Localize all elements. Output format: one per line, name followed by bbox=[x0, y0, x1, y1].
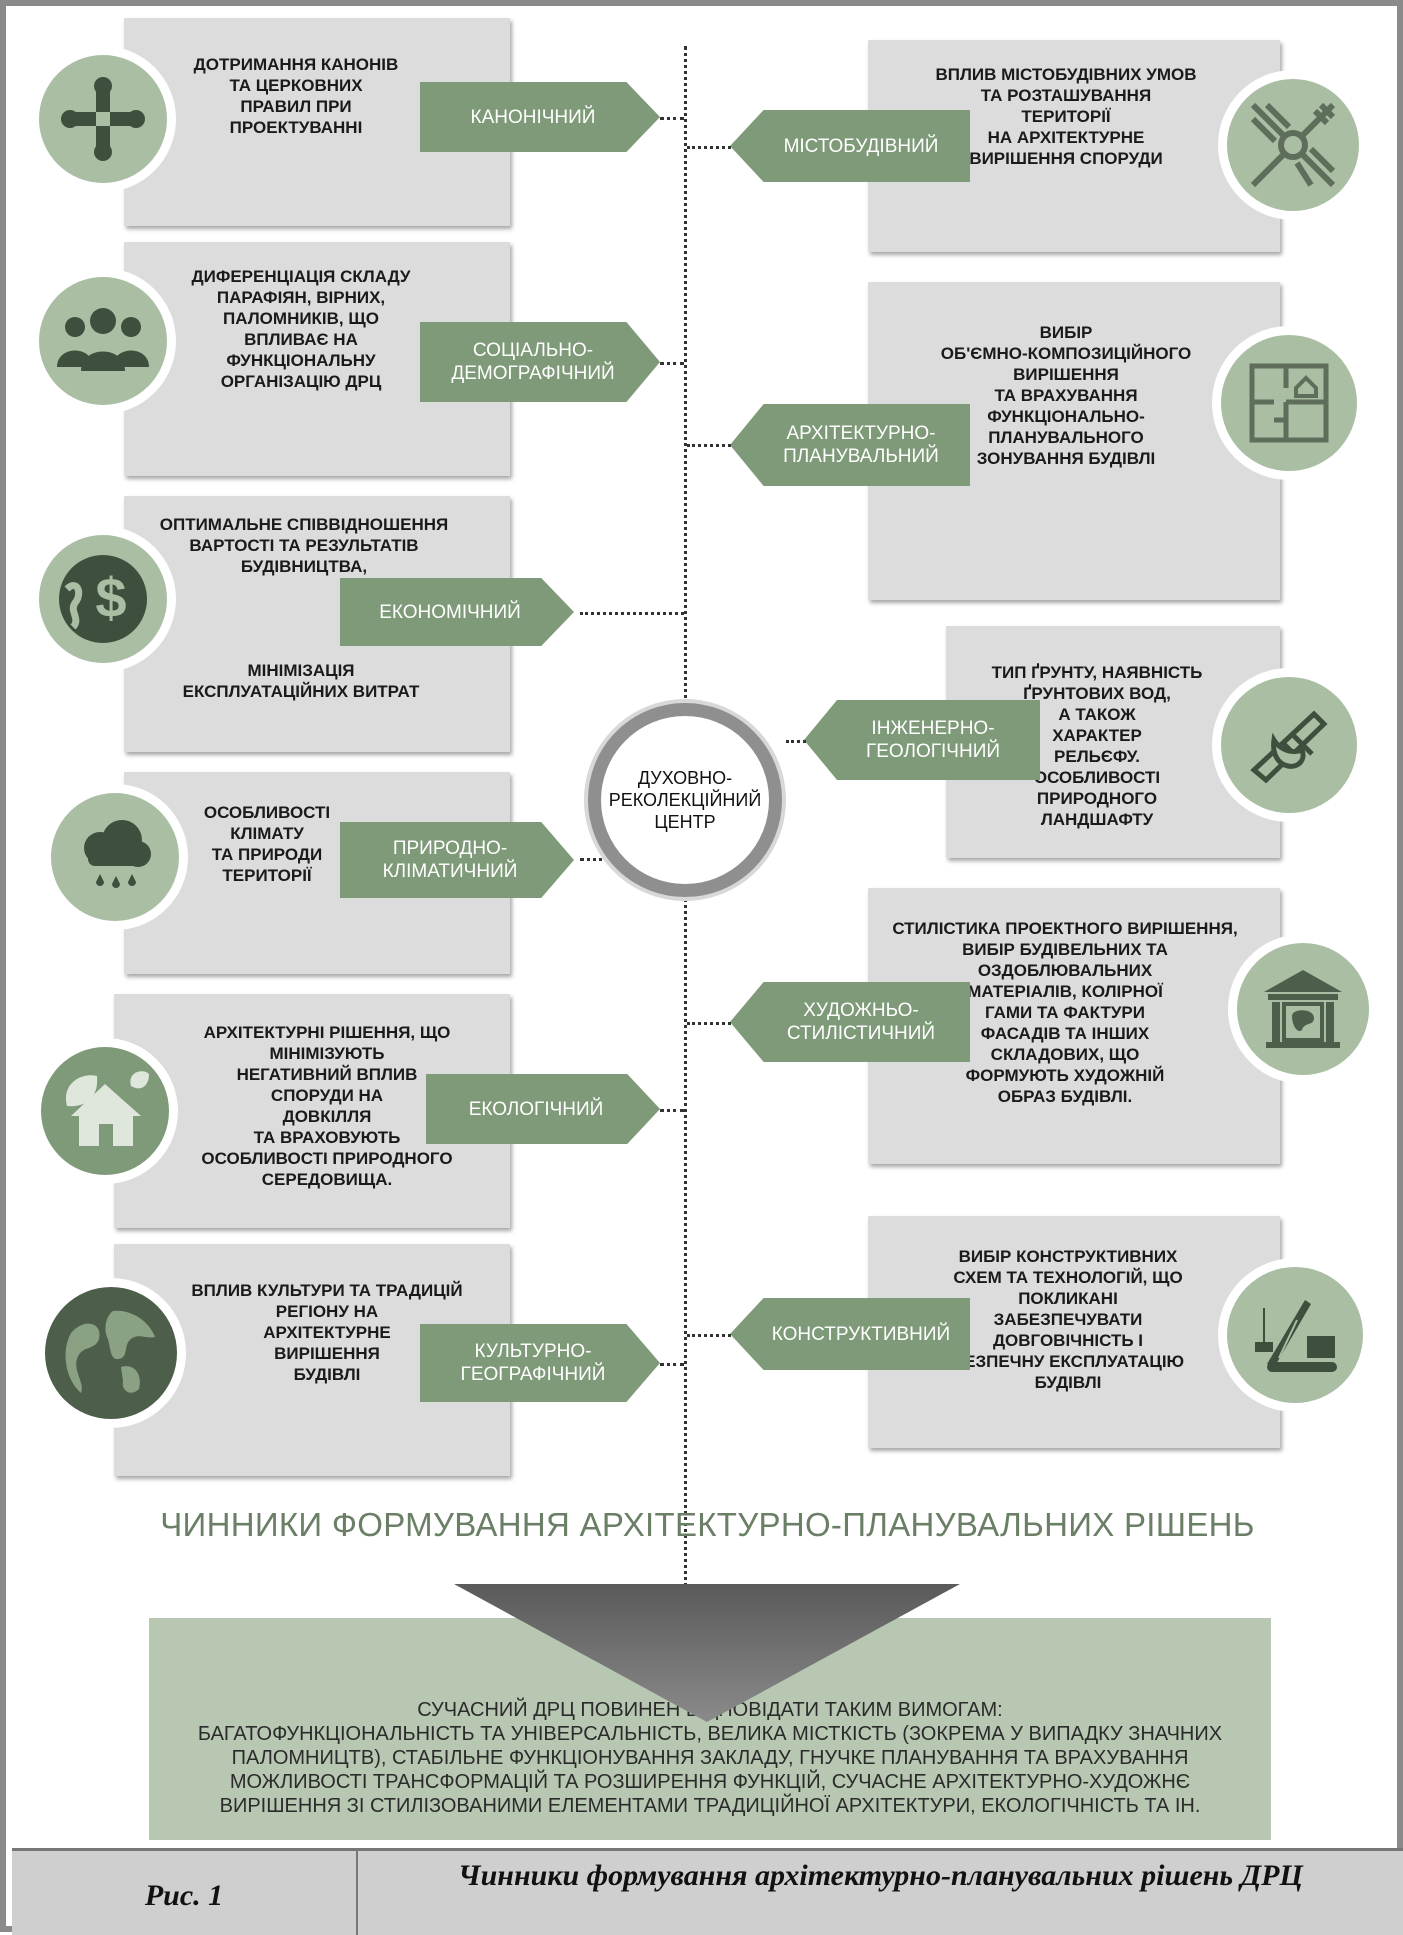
connector-artistic bbox=[687, 1022, 731, 1025]
factor-social: СОЦІАЛЬНО- ДЕМОГРАФІЧНИЙ bbox=[420, 322, 660, 402]
eco-house-icon bbox=[32, 1038, 178, 1184]
factor-economic: ЕКОНОМІЧНИЙ bbox=[340, 578, 574, 646]
description-climate: ОСОБЛИВОСТІ КЛІМАТУ ТА ПРИРОДИ ТЕРИТОРІЇ bbox=[203, 803, 331, 885]
caliper-icon bbox=[1212, 668, 1366, 822]
connector-canonical bbox=[660, 117, 684, 120]
caption-label: Рис. 1 bbox=[144, 1879, 224, 1912]
funnel-arrow bbox=[454, 1584, 960, 1722]
factor-cultural: КУЛЬТУРНО- ГЕОГРАФІЧНИЙ bbox=[420, 1324, 660, 1402]
factor-geological: ІНЖЕНЕРНО- ГЕОЛОГІЧНИЙ bbox=[804, 700, 1040, 780]
description-geological: ТИП ҐРУНТУ, НАЯВНІСТЬ ҐРУНТОВИХ ВОД, А Т… bbox=[991, 663, 1203, 829]
figure-caption: Рис. 1 Чинники формування архітектурно-п… bbox=[12, 1848, 1403, 1935]
factor-canonical: КАНОНІЧНИЙ bbox=[420, 82, 660, 152]
description-artistic: СТИЛІСТИКА ПРОЕКТНОГО ВИРІШЕННЯ, ВИБІР Б… bbox=[892, 919, 1238, 1106]
connector-economic bbox=[580, 612, 684, 615]
description-social: ДИФЕРЕНЦІАЦІЯ СКЛАДУ ПАРАФІЯН, ВІРНИХ, П… bbox=[191, 267, 411, 391]
description-urban: ВПЛИВ МІСТОБУДІВНИХ УМОВ ТА РОЗТАШУВАННЯ… bbox=[935, 65, 1197, 168]
description-architectural: ВИБІР ОБ'ЄМНО-КОМПОЗИЦІЙНОГО ВИРІШЕННЯ Т… bbox=[940, 323, 1192, 468]
connector-ecological bbox=[660, 1109, 684, 1112]
caption-text: Чинники формування архітектурно-планувал… bbox=[458, 1859, 1303, 1892]
globe-dollar-icon: $ bbox=[30, 526, 176, 672]
connector-structural bbox=[687, 1334, 731, 1337]
connector-urban bbox=[687, 146, 731, 149]
description-structural: ВИБІР КОНСТРУКТИВНИХ СХЕМ ТА ТЕХНОЛОГІЙ,… bbox=[951, 1247, 1185, 1392]
museum-palette-icon bbox=[1228, 934, 1378, 1084]
factor-climate: ПРИРОДНО- КЛІМАТИЧНИЙ bbox=[340, 822, 574, 898]
description-ecological: АРХІТЕКТУРНІ РІШЕННЯ, ЩО МІНІМІЗУЮТЬ НЕГ… bbox=[201, 1023, 453, 1189]
connector-social bbox=[660, 362, 684, 365]
description-economic-2: МІНІМІЗАЦІЯ ЕКСПЛУАТАЦІЙНИХ ВИТРАТ bbox=[182, 661, 420, 701]
rain-cloud-icon bbox=[42, 784, 188, 930]
factor-architectural: АРХІТЕКТУРНО- ПЛАНУВАЛЬНИЙ bbox=[730, 404, 970, 486]
crane-icon bbox=[1218, 1258, 1372, 1412]
earth-globe-icon bbox=[36, 1278, 186, 1428]
main-title: ЧИННИКИ ФОРМУВАННЯ АРХІТЕКТУРНО-ПЛАНУВАЛ… bbox=[160, 1506, 1255, 1543]
factor-artistic: ХУДОЖНЬО- СТИЛІСТИЧНИЙ bbox=[730, 982, 970, 1062]
description-canonical: ДОТРИМАННЯ КАНОНІВ ТА ЦЕРКОВНИХ ПРАВИЛ П… bbox=[193, 55, 399, 137]
connector-geological bbox=[786, 740, 806, 743]
factor-urban: МІСТОБУДІВНИЙ bbox=[730, 110, 970, 182]
people-group-icon bbox=[30, 268, 176, 414]
center-node: ДУХОВНО- РЕКОЛЕКЦІЙНИЙ ЦЕНТР bbox=[588, 703, 782, 897]
description-cultural: ВПЛИВ КУЛЬТУРИ ТА ТРАДИЦІЙ РЕГІОНУ НА АР… bbox=[191, 1281, 463, 1384]
requirements-box: СУЧАСНИЙ ДРЦ ПОВИНЕН ВІДПОВІДАТИ ТАКИМ В… bbox=[149, 1618, 1271, 1840]
connector-cultural bbox=[660, 1363, 684, 1366]
factor-structural: КОНСТРУКТИВНИЙ bbox=[730, 1298, 970, 1370]
cross-icon bbox=[30, 46, 176, 192]
description-economic: ОПТИМАЛЬНЕ СПІВВІДНОШЕННЯ ВАРТОСТІ ТА РЕ… bbox=[159, 515, 449, 576]
svg-text:$: $ bbox=[95, 566, 126, 629]
connector-climate bbox=[580, 858, 610, 861]
crossroad-map-icon bbox=[1218, 70, 1368, 220]
factor-ecological: ЕКОЛОГІЧНИЙ bbox=[426, 1074, 660, 1144]
caption-divider bbox=[356, 1851, 358, 1935]
connector-architectural bbox=[687, 444, 731, 447]
requirements-body: БАГАТОФУНКЦІОНАЛЬНІСТЬ ТА УНІВЕРСАЛЬНІСТ… bbox=[197, 1723, 1223, 1817]
floor-plan-icon bbox=[1212, 326, 1366, 480]
